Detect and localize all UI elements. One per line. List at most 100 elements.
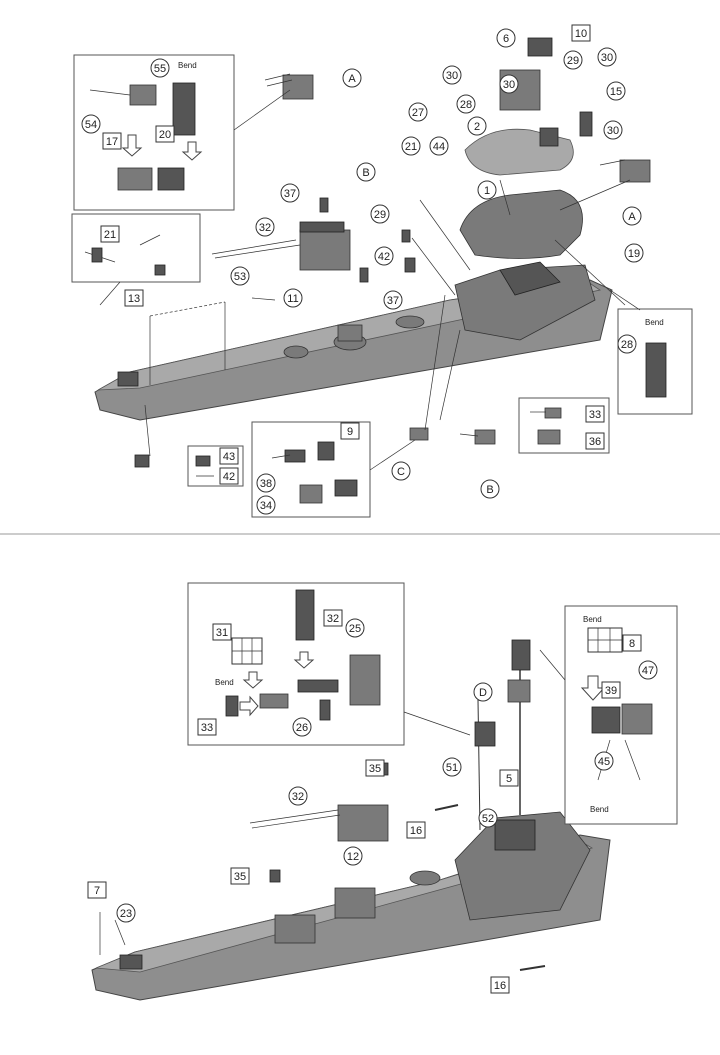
top-callout-circle: 30 [442, 65, 462, 85]
top-callout-square: 10 [571, 24, 591, 42]
top-callout-circle: 2 [467, 116, 487, 136]
inset-crane-assembly: Bend [187, 582, 471, 746]
top-callout-circle: 27 [408, 102, 428, 122]
bend-label: Bend [645, 318, 664, 327]
bottom-callout-circle: 52 [478, 808, 498, 828]
bottom-callout-square: 35 [230, 867, 250, 885]
top-callout-square: 33 [585, 405, 605, 423]
callout-number: 21 [405, 141, 417, 153]
callout-number: 51 [446, 762, 458, 774]
bend-label: Bend [178, 61, 197, 70]
callout-number: 30 [601, 52, 613, 64]
callout-number: 16 [494, 980, 506, 992]
callout-number: 19 [628, 248, 640, 260]
callout-number: 52 [482, 813, 494, 825]
top-callout-circle: 1 [477, 180, 497, 200]
bottom-callout-square: 7 [87, 881, 107, 899]
top-callout-square: 17 [102, 132, 122, 150]
bottom-callout-circle: 23 [116, 903, 136, 923]
callout-number: 31 [216, 627, 228, 639]
top-callout-square: 21 [100, 225, 120, 243]
callout-number: 9 [347, 426, 353, 438]
callout-number: 16 [410, 825, 422, 837]
callout-number: 5 [506, 773, 512, 785]
callout-number: 23 [120, 908, 132, 920]
bottom-callout-square: 39 [601, 681, 621, 699]
callout-number: A [628, 211, 636, 223]
top-callout-circle: 29 [370, 204, 390, 224]
bottom-callout-square: 16 [406, 821, 426, 839]
bottom-callout-circle: 12 [343, 846, 363, 866]
callout-number: 29 [374, 209, 386, 221]
callout-number: 7 [94, 885, 100, 897]
callout-number: 20 [159, 129, 171, 141]
callout-number: 39 [605, 685, 617, 697]
top-letter-marker: A [622, 206, 642, 226]
hull-top [94, 261, 613, 421]
top-callout-circle: 53 [230, 266, 250, 286]
callout-number: 33 [201, 722, 213, 734]
top-callout-circle: 19 [624, 243, 644, 263]
callout-number: 35 [234, 871, 246, 883]
top-callout-circle: 37 [383, 290, 403, 310]
rigging-13 [149, 301, 226, 385]
callout-number: 17 [106, 136, 118, 148]
callout-number: 37 [387, 295, 399, 307]
inset-part-21 [71, 213, 201, 306]
callout-number: 37 [284, 188, 296, 200]
callout-number: 10 [575, 28, 587, 40]
bottom-callout-square: 35 [365, 759, 385, 777]
bend-label: Bend [590, 805, 609, 814]
top-letter-marker: A [342, 68, 362, 88]
callout-number: 34 [260, 500, 272, 512]
bottom-callout-circle: 26 [292, 717, 312, 737]
bend-label: Bend [583, 615, 602, 624]
callout-number: 42 [223, 471, 235, 483]
callout-number: 1 [484, 185, 490, 197]
callout-number: B [486, 484, 493, 496]
top-callout-square: 36 [585, 432, 605, 450]
bridge-parts [459, 37, 593, 259]
callout-number: 27 [412, 107, 424, 119]
top-callout-circle: 54 [81, 114, 101, 134]
turret-a-upper [264, 73, 651, 183]
callout-number: 33 [589, 409, 601, 421]
hull-bottom [91, 811, 611, 1001]
bottom-letter-marker: D [473, 682, 493, 702]
bottom-callout-square: 33 [197, 718, 217, 736]
callout-number: 32 [327, 613, 339, 625]
top-callout-circle: 44 [429, 136, 449, 156]
bottom-callout-circle: 32 [288, 786, 308, 806]
callout-number: 43 [223, 451, 235, 463]
callout-number: 38 [260, 478, 272, 490]
top-callout-circle: 30 [499, 74, 519, 94]
small-parts-bottom [99, 721, 546, 971]
top-callout-circle: 15 [606, 81, 626, 101]
top-callout-circle: 32 [255, 217, 275, 237]
top-callout-circle: 42 [374, 246, 394, 266]
top-callout-circle: 34 [256, 495, 276, 515]
callout-number: 35 [369, 763, 381, 775]
small-parts-top [251, 197, 416, 301]
callout-number: B [362, 167, 369, 179]
top-callout-circle: 21 [401, 136, 421, 156]
inset-boat-davits: Bend Bend [539, 605, 678, 825]
callout-number: 29 [567, 55, 579, 67]
callout-number: 2 [474, 121, 480, 133]
turret-block-11 [211, 221, 351, 271]
bottom-callout-circle: 45 [594, 751, 614, 771]
callout-number: 42 [378, 251, 390, 263]
callout-number: 8 [629, 638, 635, 650]
callout-number: 6 [503, 33, 509, 45]
callout-number: 15 [610, 86, 622, 98]
top-callout-circle: 6 [496, 28, 516, 48]
callout-number: 12 [347, 851, 359, 863]
callout-number: 55 [154, 63, 166, 75]
bottom-callout-square: 5 [499, 769, 519, 787]
top-callout-square: 42 [219, 467, 239, 485]
top-callout-square: 13 [124, 289, 144, 307]
callout-number: 45 [598, 756, 610, 768]
bend-label: Bend [215, 678, 234, 687]
